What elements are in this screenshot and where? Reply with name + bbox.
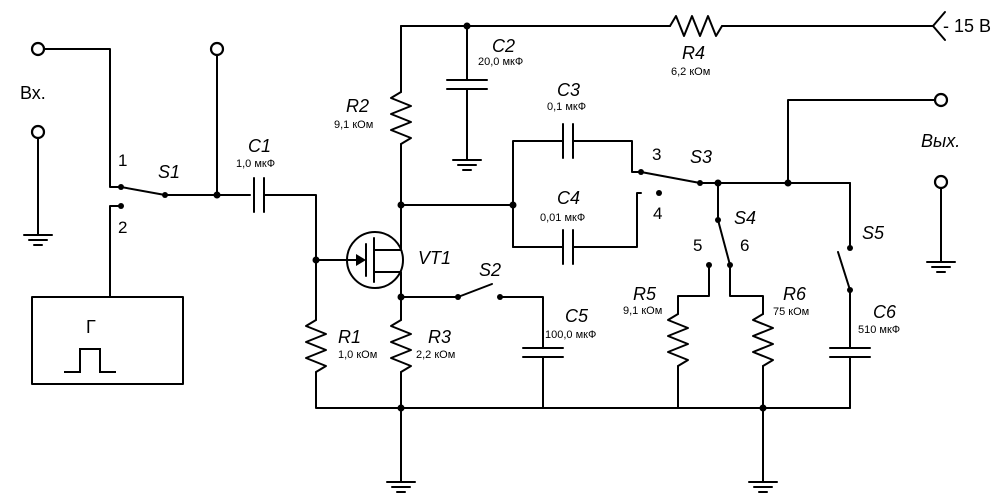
transistor-vt1: VT1 (312, 204, 451, 298)
position-5-label: 5 (693, 236, 702, 255)
capacitor-c6: C6 510 мкФ (829, 289, 900, 409)
r3-name: R3 (428, 327, 451, 347)
position-3-label: 3 (652, 145, 661, 164)
resistor-r6: R6 75 кОм (729, 264, 809, 409)
position-2-label: 2 (118, 218, 127, 237)
s4-label: S4 (734, 208, 756, 228)
s1-blade (120, 186, 166, 196)
s5-label: S5 (862, 223, 885, 243)
r6-value: 75 кОм (773, 306, 809, 318)
s2-label: S2 (479, 260, 501, 280)
r4-value: 6,2 кОм (671, 66, 710, 78)
c4-name: C4 (557, 188, 580, 208)
r3-value: 2,2 кОм (416, 349, 455, 361)
input-terminal-bottom (30, 124, 46, 140)
r4-name: R4 (682, 43, 705, 63)
r5-value: 9,1 кОм (623, 305, 662, 317)
r1-name: R1 (338, 327, 361, 347)
position-6-label: 6 (740, 236, 749, 255)
c1-value: 1,0 мкФ (236, 158, 275, 170)
r2-name: R2 (346, 96, 369, 116)
switch-s2: S2 (400, 260, 544, 349)
ground-symbol (23, 234, 53, 246)
vt1-label: VT1 (418, 248, 451, 268)
r2-value: 9,1 кОм (334, 119, 373, 131)
supply-label: - 15 В (943, 16, 991, 36)
switch-s3: 3 4 S3 (638, 145, 851, 223)
position-4-label: 4 (653, 204, 662, 223)
c1-name: C1 (248, 136, 271, 156)
capacitor-c5: C5 100,0 мкФ (522, 306, 596, 409)
pulse-icon (64, 348, 116, 373)
capacitor-c1: C1 1,0 мкФ (236, 136, 317, 261)
resistor-r3: R3 2,2 кОм (390, 293, 455, 409)
resistor-r1: R1 1,0 кОм (305, 259, 851, 409)
wire-generator-to-switch (109, 205, 122, 298)
s3-label: S3 (690, 147, 712, 167)
switch-s4: S4 5 6 (693, 182, 756, 268)
input-label: Вх. (20, 83, 46, 103)
c5-name: C5 (565, 306, 589, 326)
c6-name: C6 (873, 302, 897, 322)
ground-rail (386, 404, 778, 493)
capacitor-network: C3 0,1 мкФ C4 0,01 мкФ (509, 80, 642, 265)
resistor-r2: R2 9,1 кОм (334, 25, 412, 206)
r6-name: R6 (783, 284, 807, 304)
s1-label: S1 (158, 162, 180, 182)
c2-value: 20,0 мкФ (478, 56, 523, 68)
c3-name: C3 (557, 80, 580, 100)
input-terminal-top (30, 41, 46, 57)
r1-value: 1,0 кОм (338, 349, 377, 361)
c2-name: C2 (492, 36, 515, 56)
output-section: Вых. (787, 92, 960, 273)
r5-name: R5 (633, 284, 657, 304)
c5-value: 100,0 мкФ (545, 329, 596, 341)
output-label: Вых. (921, 131, 960, 151)
resistor-r5: R5 9,1 кОм (623, 264, 710, 409)
switch-s5: S5 (837, 182, 885, 293)
c6-value: 510 мкФ (858, 324, 900, 336)
generator-label: Г (86, 317, 96, 337)
c3-value: 0,1 мкФ (547, 101, 586, 113)
wire-input-to-switch (43, 48, 121, 188)
generator-box (31, 296, 184, 385)
test-terminal (209, 41, 225, 57)
c4-value: 0,01 мкФ (540, 212, 585, 224)
supply-rail: C2 20,0 мкФ R4 6,2 кОм - 15 В (400, 11, 991, 171)
input-section: Вх. 1 2 S1 Г (20, 41, 251, 385)
position-1-label: 1 (118, 151, 127, 170)
